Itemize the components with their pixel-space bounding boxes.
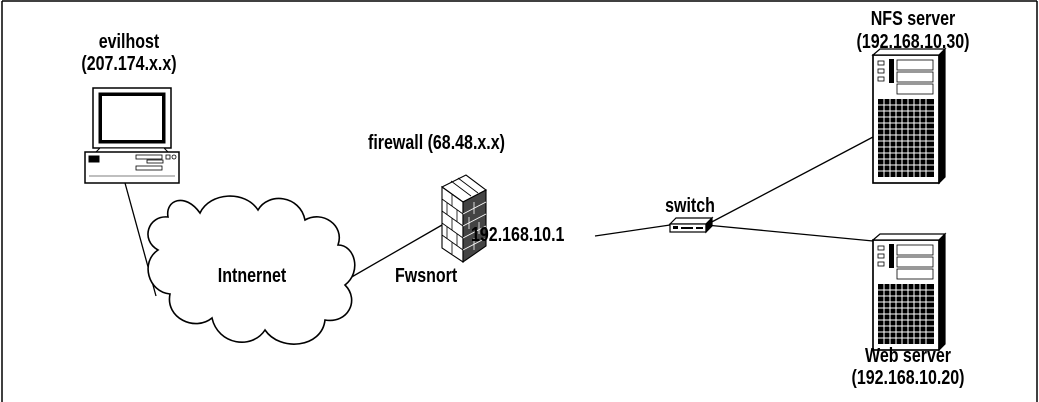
firewall-software-label: Fwsnort [395, 266, 457, 287]
tower-server-icon [873, 234, 945, 350]
firewall-internal-ip-label: 192.168.10.1 [471, 225, 564, 246]
web-server-ip-label: (192.168.10.20) [832, 368, 984, 389]
firewall-name-label: firewall (68.48.x.x) [368, 133, 505, 154]
desktop-computer-icon [85, 88, 179, 183]
nfs-server-ip-label: (192.168.10.30) [837, 32, 989, 53]
link-switch-web [706, 225, 873, 241]
network-switch-icon [670, 218, 712, 232]
link-firewall-switch [595, 225, 670, 236]
tower-server-icon [873, 49, 945, 183]
switch-label: switch [650, 196, 730, 217]
evilhost-ip-label: (207.174.x.x) [61, 54, 197, 75]
internet-label: Intnernet [200, 266, 304, 287]
brick-firewall-icon [442, 175, 486, 262]
link-switch-nfs [706, 137, 873, 225]
evilhost-name-label: evilhost [69, 32, 189, 53]
web-server-name-label: Web server [848, 346, 968, 367]
nfs-server-name-label: NFS server [853, 9, 973, 30]
